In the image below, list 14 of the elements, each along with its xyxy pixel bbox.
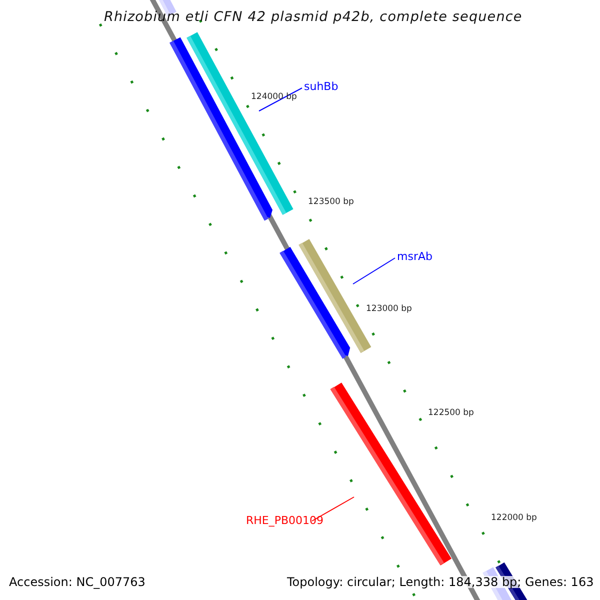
leader-line [312,496,354,522]
tick-label: 122000 bp [491,514,537,522]
leader-line [258,88,302,112]
tick-label: 123000 bp [366,305,412,314]
leader-line [352,258,396,284]
gene-label: suhBb [304,81,338,92]
gene-label: RHE_PB00109 [246,515,324,526]
footer-text: Topology: circular; Length: 184,338 bp; Genes: 163 [287,576,594,588]
map-title: Rhizobium etli CFN 42 plasmid p42b, complete sequence [104,11,522,24]
tick-label: 123500 bp [308,198,354,206]
tick-label: 122500 bp [428,409,474,418]
footer-text: Accession: NC_007763 [9,576,146,588]
gene-label: msrAb [397,251,432,262]
tick-label: 124000 bp [251,93,297,102]
